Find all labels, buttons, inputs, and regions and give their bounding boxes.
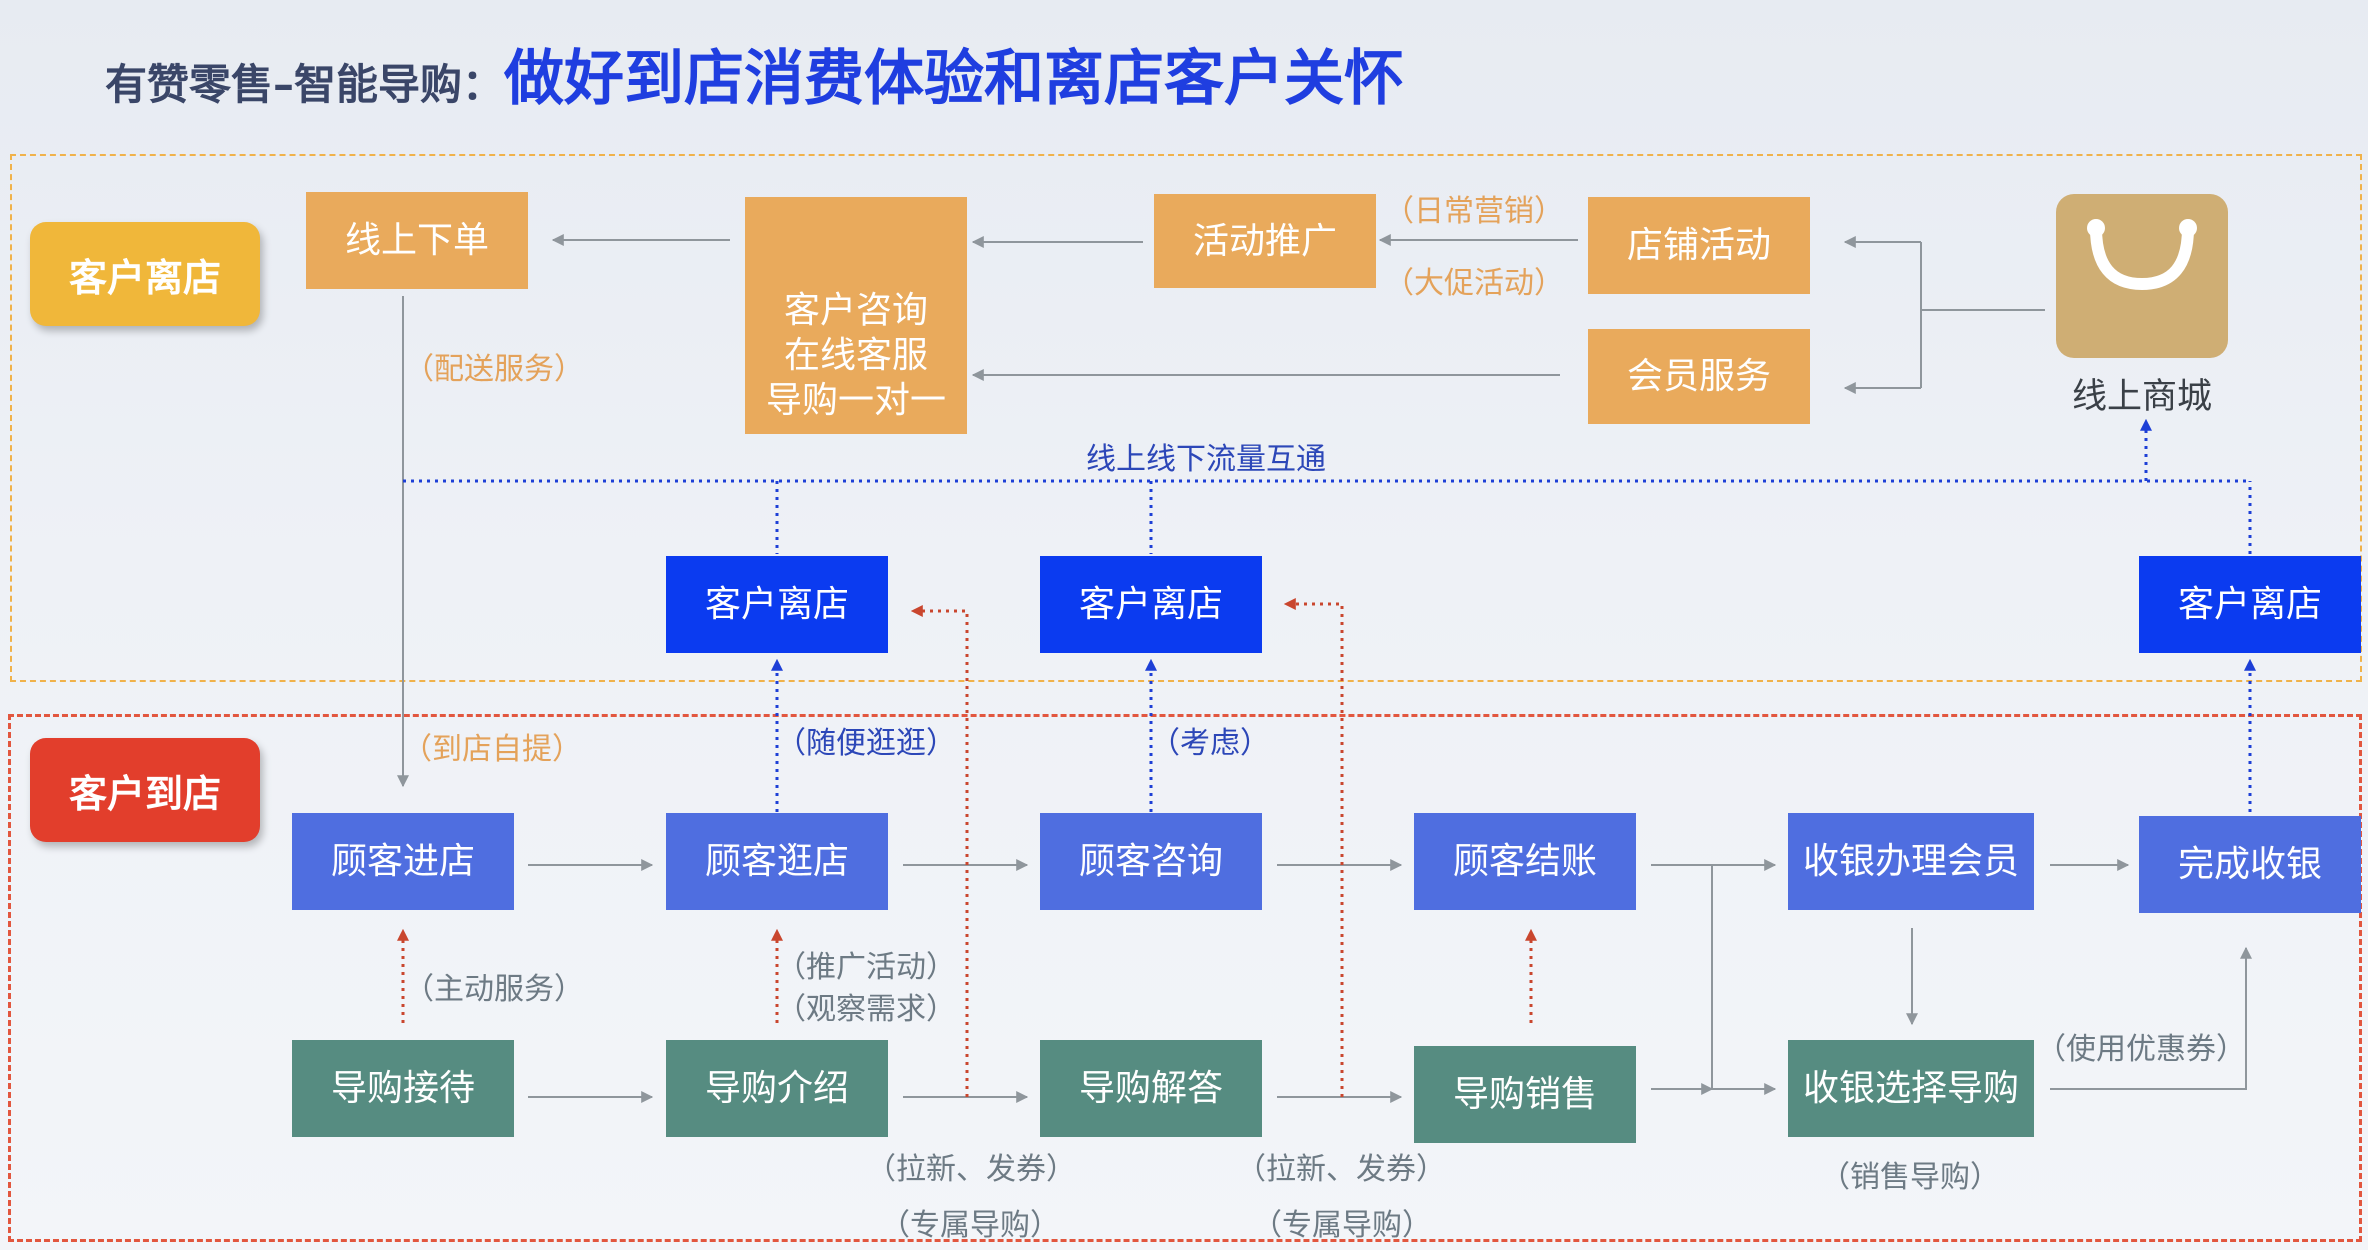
label-browse: （随便逛逛） [776, 726, 956, 761]
label-exclusive-guide-1: （专属导购） [880, 1208, 1060, 1243]
guide-sales-box: 导购销售 [1414, 1046, 1636, 1143]
label-delivery: （配送服务） [404, 352, 584, 387]
title-prefix: 有赞零售–智能导购： [105, 60, 505, 109]
label-observe-needs: （观察需求） [776, 992, 956, 1027]
zone-arrive-store [8, 714, 2362, 1242]
leave-store-box-1: 客户离店 [666, 556, 888, 653]
label-exclusive-guide-2: （专属导购） [1252, 1208, 1432, 1243]
label-promote-activity: （推广活动） [776, 950, 956, 985]
label-new-coupon-2: （拉新、发券） [1236, 1152, 1446, 1187]
customer-checkout-box: 顾客结账 [1414, 813, 1636, 910]
label-big-promo: （大促活动） [1384, 266, 1564, 301]
consult-line-3: 导购一对一 [765, 380, 946, 421]
online-mall-label: 线上商城 [2072, 377, 2213, 417]
consult-line-1: 客户咨询 [783, 290, 928, 331]
customer-enter-box: 顾客进店 [292, 813, 514, 910]
guide-intro-box: 导购介绍 [666, 1040, 888, 1137]
title-main: 做好到店消费体验和离店客户关怀 [504, 44, 1405, 114]
label-traffic-interop: 线上线下流量互通 [1086, 442, 1326, 477]
guide-reception-box: 导购接待 [292, 1040, 514, 1137]
member-service-box: 会员服务 [1588, 329, 1810, 424]
guide-answer-box: 导购解答 [1040, 1040, 1262, 1137]
cashier-select-guide-box: 收银选择导购 [1788, 1040, 2034, 1137]
page-title: 有赞零售–智能导购：做好到店消费体验和离店客户关怀 [105, 30, 1404, 130]
label-store-pickup: （到店自提） [402, 732, 582, 767]
label-daily-marketing: （日常营销） [1384, 194, 1564, 229]
cashier-member-box: 收银办理会员 [1788, 813, 2034, 910]
leave-store-box-2: 客户离店 [1040, 556, 1262, 653]
customer-stroll-box: 顾客逛店 [666, 813, 888, 910]
leave-store-box-3: 客户离店 [2139, 556, 2361, 653]
store-activity-box: 店铺活动 [1588, 197, 1810, 294]
label-new-coupon-1: （拉新、发券） [866, 1152, 1076, 1187]
tag-leave-store: 客户离店 [30, 222, 260, 326]
customer-ask-box: 顾客咨询 [1040, 813, 1262, 910]
finish-checkout-box: 完成收银 [2139, 816, 2361, 913]
zone-leave-store [10, 154, 2362, 682]
label-consider: （考虑） [1150, 726, 1270, 761]
online-order-box: 线上下单 [306, 192, 528, 289]
label-active-service: （主动服务） [404, 972, 584, 1007]
label-sales-guide: （销售导购） [1820, 1160, 2000, 1195]
label-use-coupon: （使用优惠券） [2036, 1032, 2246, 1067]
activity-promo-box: 活动推广 [1154, 194, 1376, 288]
tag-arrive-store: 客户到店 [30, 738, 260, 842]
consult-box: 客户咨询 在线客服 导购一对一 [745, 197, 967, 434]
shopping-bag-icon [2056, 194, 2228, 358]
consult-line-2: 在线客服 [783, 335, 928, 376]
